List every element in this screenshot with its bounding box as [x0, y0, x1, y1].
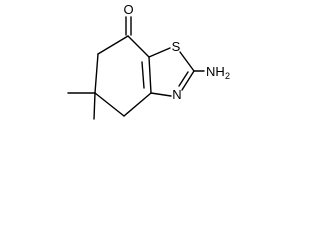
bond-c3a-c7a [148, 56, 152, 94]
bond-c7-c6 [97, 35, 129, 55]
chemical-structure: O S N NH 2 [67, 2, 230, 120]
bond-c3a-c7a-inner [141, 61, 145, 89]
bond-c6-c5 [94, 53, 99, 94]
bond-c4-c3a [123, 92, 152, 117]
oxygen-label: O [123, 2, 133, 17]
nitrogen-label: N [172, 87, 181, 102]
bond-methyl-b [93, 92, 96, 120]
bond-c7-c7a [127, 35, 150, 58]
sulfur-label: S [172, 39, 181, 54]
bond-c5-c4 [94, 92, 125, 117]
bond-c7a-s1 [148, 47, 171, 58]
amine-subscript: 2 [225, 71, 230, 81]
bond-n3-c3a [150, 92, 172, 97]
bond-s1-c2 [179, 51, 195, 72]
bond-c2-n3-inner [178, 71, 189, 87]
bond-c2-n3 [181, 70, 195, 91]
amine-label: NH [206, 64, 225, 79]
